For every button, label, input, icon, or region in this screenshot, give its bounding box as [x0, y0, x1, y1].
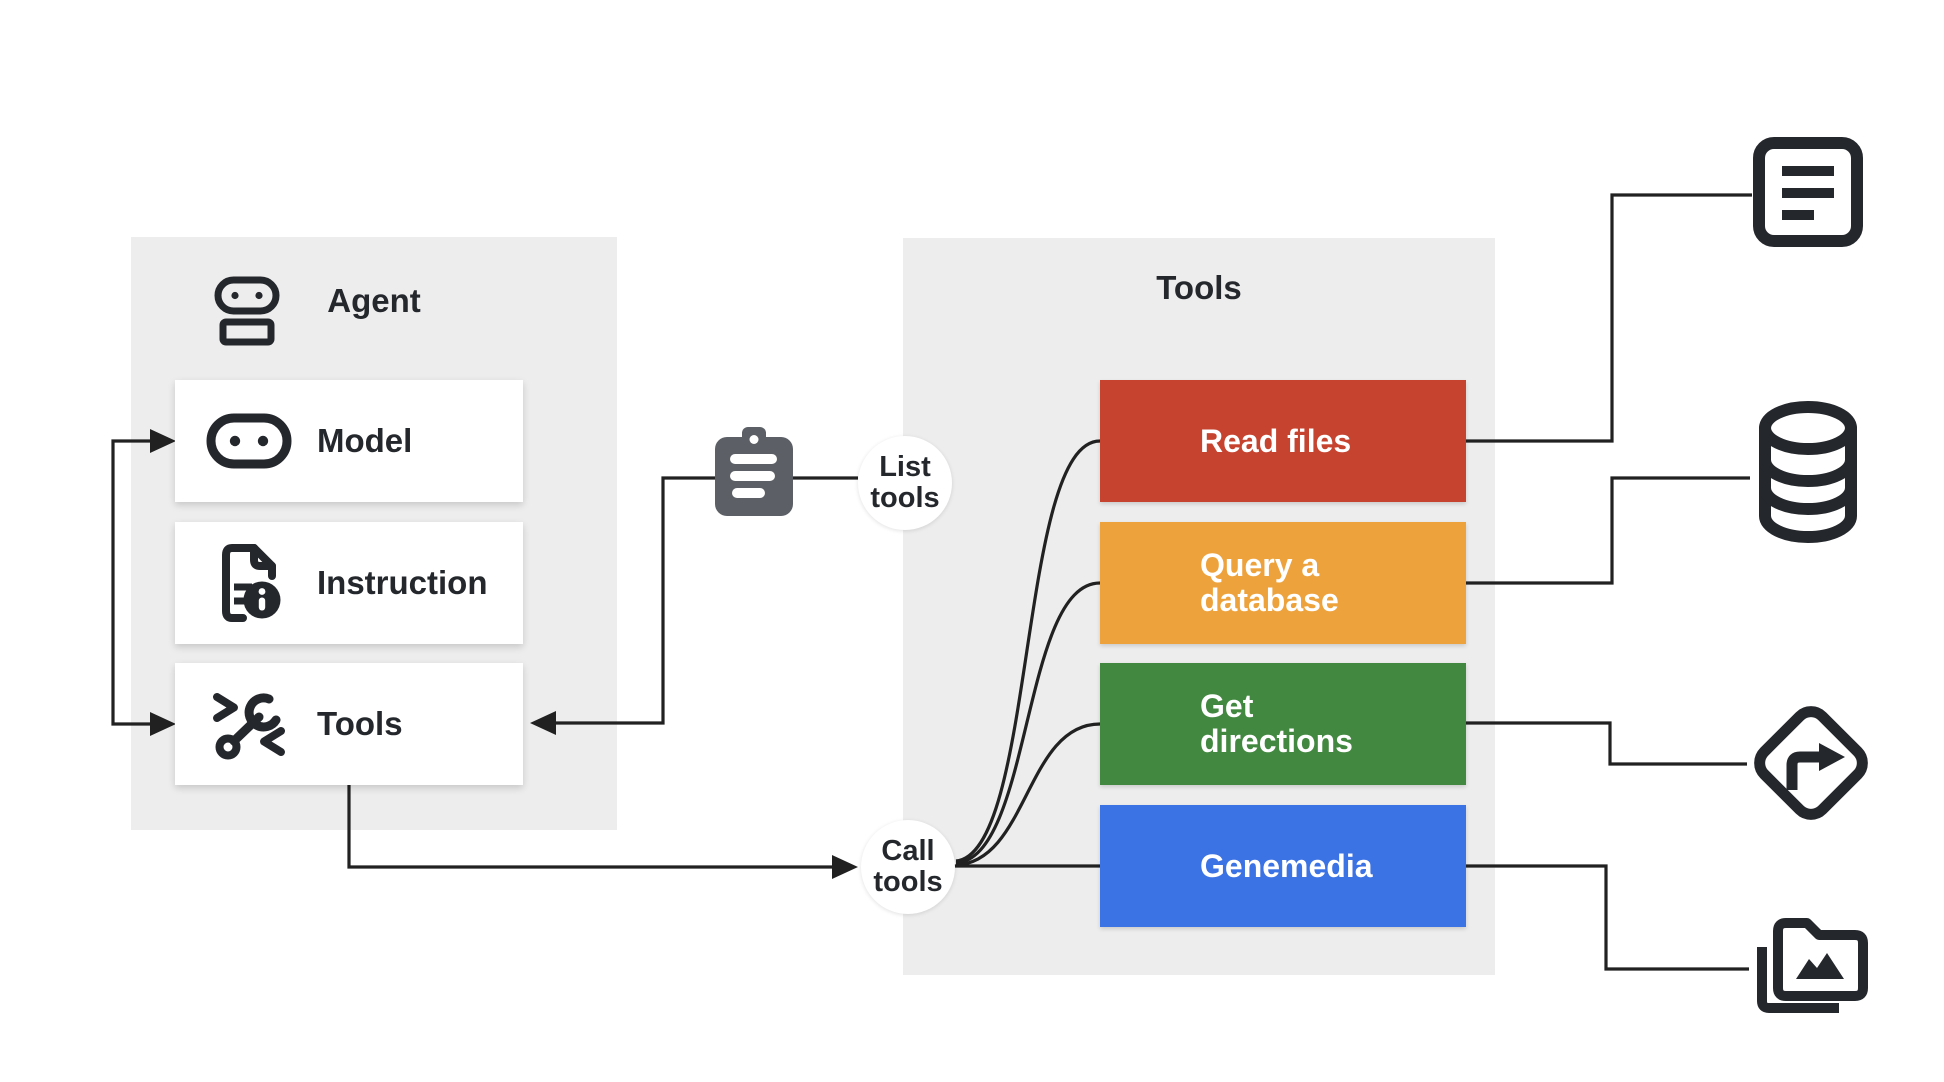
tool-box-genemedia: Genemedia: [1100, 805, 1466, 927]
agent-box-instruction-label: Instruction: [317, 564, 488, 601]
tool-box-read-files-label: Read files: [1200, 422, 1352, 459]
arrowhead-into-tools-box-right: [530, 711, 556, 735]
tool-box-get-directions: Get directions: [1100, 663, 1466, 785]
tools-panel-title: Tools: [1156, 269, 1242, 306]
directions-icon: [1754, 706, 1868, 820]
connector-call-tools-to-query-database: [955, 581, 1101, 865]
tool-box-query-database-label: Query a database: [1200, 547, 1339, 618]
arrowhead-into-call-tools: [832, 855, 858, 879]
clipboard-icon: [715, 427, 793, 516]
arrowhead-into-tools-box-left: [150, 712, 176, 736]
connector-read-files-to-document: [1466, 193, 1752, 443]
connector-call-tools-to-read-files: [955, 439, 1101, 863]
arrowhead-into-model: [150, 429, 176, 453]
connector-get-directions-to-directions: [1466, 721, 1747, 766]
agent-panel-title: Agent: [327, 282, 421, 319]
wrench-code-icon: [199, 663, 299, 785]
list-tools-node: List tools: [858, 436, 952, 530]
connector-genemedia-to-media: [1466, 864, 1749, 971]
tool-box-genemedia-label: Genemedia: [1200, 847, 1373, 884]
database-icon: [1759, 401, 1857, 543]
agent-box-tools-label: Tools: [317, 705, 403, 742]
connector-loop-bracket: [111, 439, 152, 726]
agent-robot-icon: [214, 276, 280, 346]
media-folder-icon: [1757, 918, 1868, 1013]
document-lines-icon: [1753, 137, 1863, 247]
agent-box-model-label: Model: [317, 422, 413, 459]
tool-box-get-directions-label: Get directions: [1200, 688, 1353, 759]
connector-query-database-to-database: [1466, 476, 1750, 585]
agent-box-instruction: Instruction: [175, 522, 523, 644]
tool-box-query-database: Query a database: [1100, 522, 1466, 644]
instruction-document-icon: [199, 522, 299, 644]
connector-call-tools-to-get-directions: [955, 722, 1101, 867]
connector-list-tools-to-tools-box: [556, 476, 858, 725]
call-tools-node: Call tools: [861, 820, 955, 914]
tool-box-read-files: Read files: [1100, 380, 1466, 502]
connector-tools-box-to-call-tools: [347, 784, 834, 869]
agent-box-model: Model: [175, 380, 523, 502]
robot-head-icon: [199, 380, 299, 502]
agent-box-tools: Tools: [175, 663, 523, 785]
